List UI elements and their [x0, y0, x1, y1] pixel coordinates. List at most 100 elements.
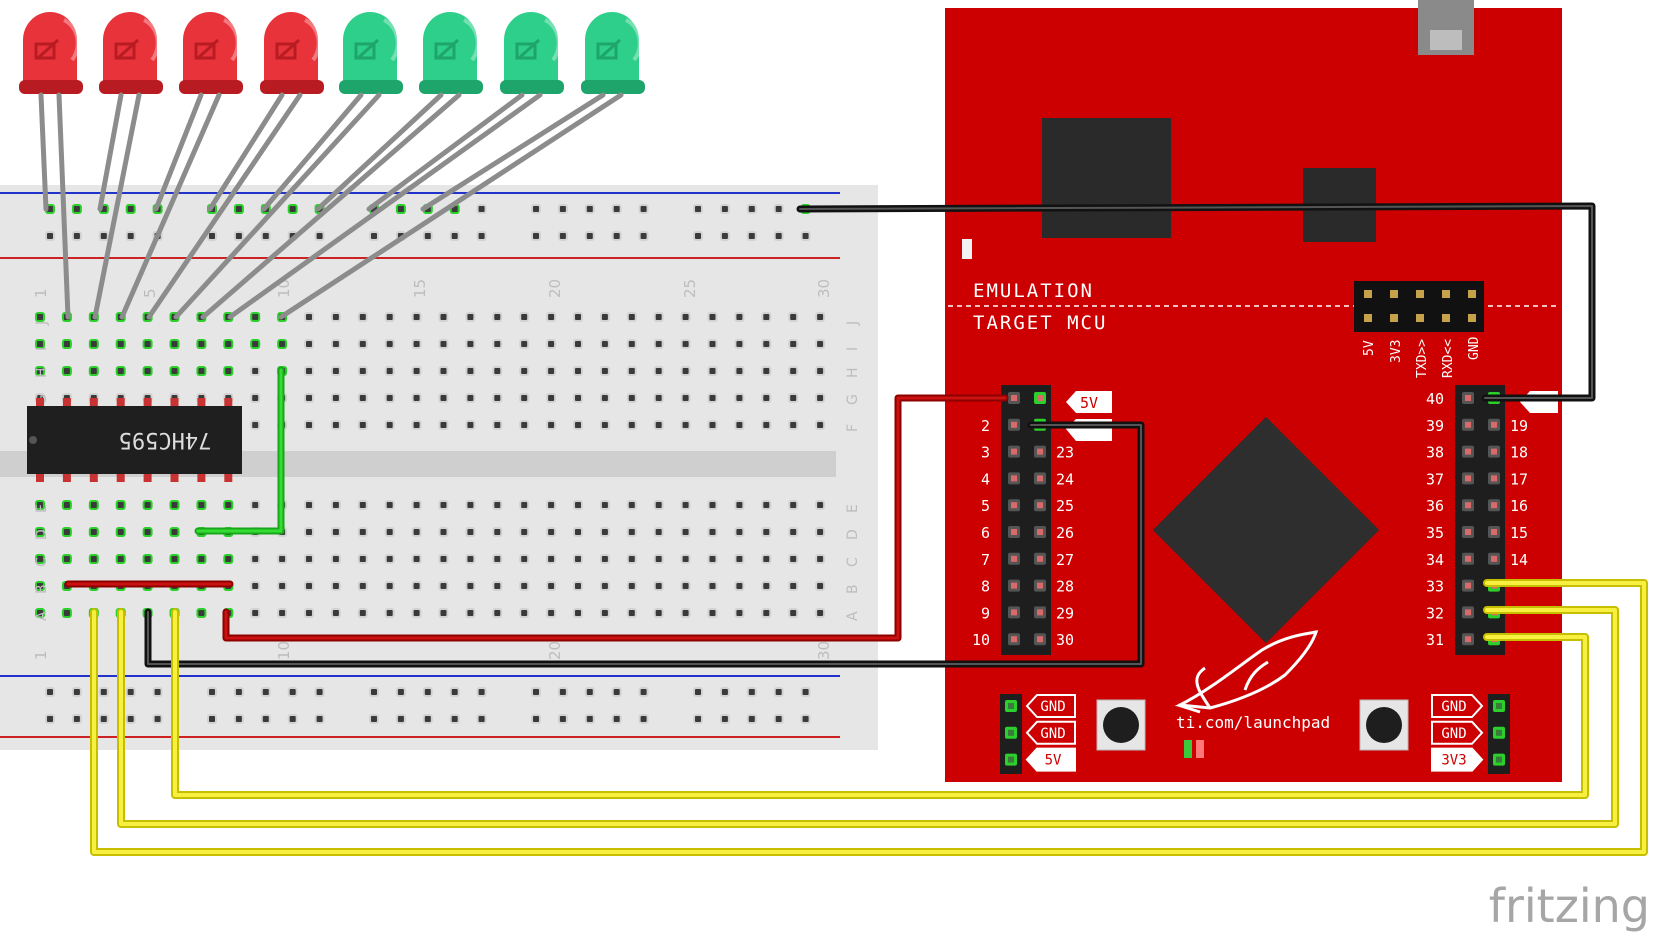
led-red[interactable] — [179, 12, 243, 94]
breadboard-hole-inner — [467, 583, 474, 589]
rail-hole-inner — [640, 689, 647, 695]
rail-hole-inner — [586, 206, 593, 212]
chip-pins — [36, 398, 233, 482]
breadboard-hole-inner — [655, 529, 662, 535]
pin-number: 7 — [981, 551, 990, 569]
led-red[interactable] — [260, 12, 324, 94]
header-pin-inner — [1011, 609, 1017, 616]
led-lead — [119, 92, 222, 320]
pin-number: 17 — [1510, 470, 1528, 488]
header-pin-inner — [1037, 448, 1043, 455]
breadboard-hole-inner — [601, 422, 608, 428]
breadboard-hole-inner — [628, 341, 635, 347]
rail-hole-inner — [262, 689, 269, 695]
breadboard-hole-inner — [763, 610, 770, 616]
led-green[interactable] — [581, 12, 645, 94]
breadboard-hole-inner — [521, 502, 528, 508]
led-red[interactable] — [99, 12, 163, 94]
row-letter: H — [845, 367, 861, 378]
breadboard-hole-inner — [575, 502, 581, 508]
breadboard-hole-inner — [817, 583, 824, 589]
breadboard-hole-inner — [790, 422, 797, 428]
breadboard-hole-inner — [467, 422, 474, 428]
breadboard-hole-inner — [790, 502, 797, 508]
rail-hole-inner — [721, 233, 728, 239]
rail-hole-inner — [316, 233, 323, 239]
wire-green-highlight — [196, 368, 283, 533]
rail-hole-inner — [209, 233, 215, 239]
row-letter: E — [34, 504, 50, 513]
breadboard-hole-inner — [198, 368, 205, 374]
breadboard-hole-inner — [548, 556, 555, 562]
chip-pin — [143, 472, 152, 482]
shift-register-chip[interactable]: 74HC595 — [27, 398, 242, 482]
breadboard-hole-inner — [817, 529, 824, 535]
rail-hole-inner — [559, 689, 566, 695]
rail-hole-inner — [127, 689, 134, 695]
breadboard-hole-inner — [144, 368, 151, 374]
breadboard-hole-inner — [601, 610, 608, 616]
rail-hole-inner — [154, 689, 161, 695]
breadboard-hole-inner — [467, 314, 474, 320]
tag-5v-left-header: 5V — [1066, 391, 1112, 413]
chip-body[interactable] — [27, 406, 242, 474]
chip-pin — [224, 472, 233, 482]
chip-pin — [116, 472, 125, 482]
chip-notch — [29, 436, 37, 444]
column-number: 1 — [32, 650, 50, 660]
rail-hole-inner — [127, 233, 134, 239]
breadboard-hole-inner — [306, 341, 312, 347]
breadboard-hole-inner — [575, 341, 581, 347]
emulation-label: EMULATION — [973, 280, 1094, 302]
power-pin-inner — [1496, 729, 1502, 736]
breadboard-hole-inner — [252, 422, 259, 428]
header-pin-inner — [1465, 529, 1471, 535]
header-label-rxd: RXD<< — [1441, 339, 1456, 378]
breadboard-hole-inner — [709, 368, 716, 374]
pin-number: 2 — [981, 417, 990, 435]
isolation-jumper-header[interactable] — [1354, 281, 1484, 332]
header-pin-inner — [1011, 529, 1017, 535]
pin-number: 10 — [972, 631, 990, 649]
breadboard-hole-inner — [467, 341, 474, 347]
led-green[interactable] — [419, 12, 483, 94]
led-green[interactable] — [339, 12, 403, 94]
breadboard-hole-inner — [37, 314, 43, 320]
breadboard-hole-inner — [37, 368, 43, 374]
rail-hole-inner — [478, 206, 485, 212]
breadboard-hole-inner — [682, 422, 689, 428]
breadboard-hole-inner — [628, 556, 635, 562]
breadboard-hole-inner — [548, 583, 555, 589]
breadboard-hole-inner — [790, 395, 797, 401]
breadboard-hole-inner — [225, 556, 232, 562]
power-pin-inner — [1008, 756, 1014, 763]
rail-hole-inner — [100, 689, 107, 695]
breadboard-hole-inner — [601, 583, 608, 589]
breadboard-hole-inner — [413, 395, 420, 401]
rail-hole-inner — [721, 689, 728, 695]
power-tag-label: GND — [1040, 699, 1065, 715]
smd-led-red — [1196, 740, 1204, 758]
rail-hole-inner — [640, 206, 647, 212]
jumper-pin — [1364, 290, 1372, 298]
breadboard-hole-inner — [386, 529, 393, 535]
rail-hole-inner — [235, 206, 242, 212]
rocket-logo — [1174, 630, 1319, 714]
user-button-right[interactable] — [1359, 699, 1409, 751]
bottom-left-power-header — [1000, 694, 1022, 774]
breadboard-hole-inner — [467, 556, 474, 562]
breadboard-hole-inner — [709, 502, 716, 508]
breadboard-hole-inner — [198, 341, 205, 347]
reset-button-left[interactable] — [1096, 699, 1146, 751]
pin-number: 32 — [1426, 604, 1444, 622]
breadboard-hole-inner — [467, 395, 474, 401]
breadboard-hole-inner — [763, 341, 770, 347]
breadboard-hole-inner — [386, 610, 393, 616]
power-tag-gnd: GND — [1431, 694, 1484, 718]
rail-hole-inner — [533, 716, 539, 722]
led-red[interactable] — [19, 12, 83, 94]
wire-black-rail-highlight — [799, 205, 1593, 399]
pin-number: 26 — [1056, 524, 1074, 542]
led-green[interactable] — [500, 12, 564, 94]
